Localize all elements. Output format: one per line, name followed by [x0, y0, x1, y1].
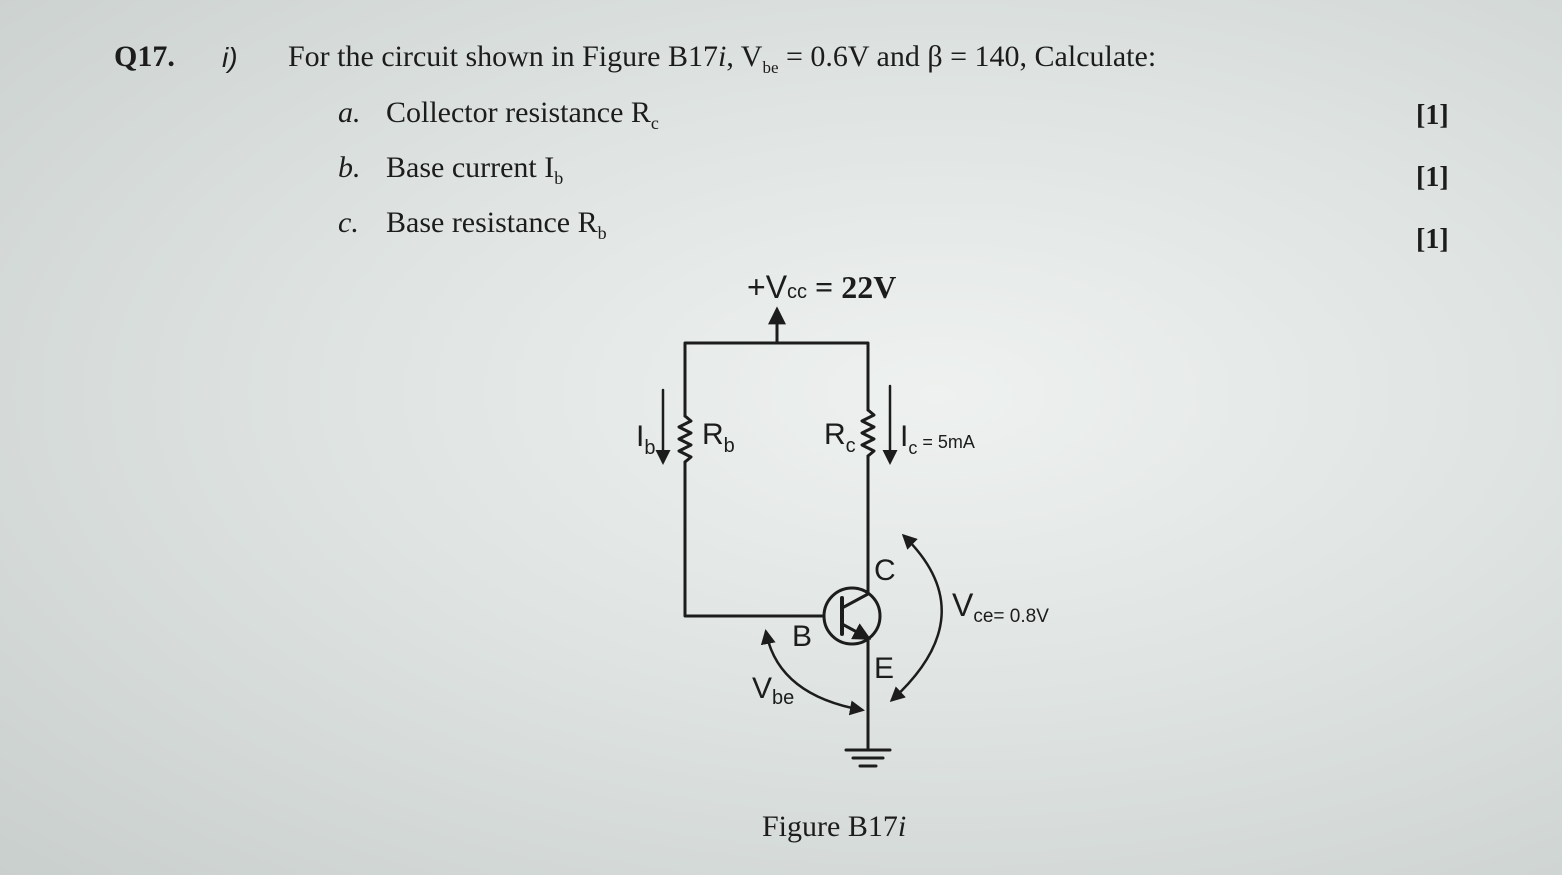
vce-label: Vce= 0.8V — [952, 587, 1049, 627]
item-label: a. — [338, 96, 361, 129]
item-text: Base resistance R — [386, 206, 598, 239]
top-wire — [683, 341, 870, 418]
caption-suffix: i — [897, 810, 907, 843]
item-text: Base current I — [386, 151, 555, 184]
item-subscript: b — [597, 223, 607, 243]
transistor-collector-leg — [840, 592, 870, 610]
rb-resistor — [677, 414, 693, 464]
item-subscript: b — [554, 168, 564, 188]
transistor-emitter-leg — [840, 622, 872, 640]
ic-label: Ic = 5mA — [900, 420, 975, 458]
vbe-label: Vbe — [752, 672, 794, 709]
intro-vbe-subscript: be — [762, 58, 779, 77]
mark-b: [1] — [1416, 162, 1449, 193]
base-label: B — [792, 620, 812, 653]
item-subscript: c — [650, 113, 659, 133]
mark-a: [1] — [1416, 100, 1449, 131]
question-item-b: b. Base current Ib — [338, 151, 563, 189]
intro-figure-suffix: i — [717, 40, 727, 73]
emitter-label: E — [874, 652, 894, 685]
question-part: i) — [222, 42, 238, 73]
caption-text: Figure B17 — [762, 810, 898, 843]
transistor-symbol — [822, 586, 882, 646]
rc-resistor — [860, 408, 876, 458]
base-wire — [683, 460, 826, 618]
item-text: Collector resistance R — [386, 96, 651, 129]
item-label: c. — [338, 206, 359, 239]
intro-vbe-symbol: V — [740, 40, 763, 73]
item-label: b. — [338, 151, 361, 184]
figure-caption: Figure B17i — [762, 810, 906, 844]
question-intro: For the circuit shown in Figure B17i, Vb… — [288, 40, 1157, 77]
question-number: Q17. — [114, 40, 175, 73]
vbe-arc — [760, 629, 865, 716]
intro-given-values: = 0.6V and β = 140, Calculate: — [778, 40, 1157, 73]
question-item-c: c. Base resistance Rb — [338, 206, 607, 244]
vce-arc — [889, 533, 943, 703]
rb-label: Rb — [702, 418, 735, 457]
rc-label: Rc — [824, 418, 856, 457]
ib-label: Ib — [636, 420, 655, 459]
question-item-a: a. Collector resistance Rc — [338, 96, 659, 134]
collector-label: C — [874, 554, 896, 587]
mark-c: [1] — [1416, 224, 1449, 255]
intro-text: For the circuit shown in Figure B17 — [288, 40, 718, 73]
vcc-label: +Vcc = 22V — [747, 269, 896, 305]
